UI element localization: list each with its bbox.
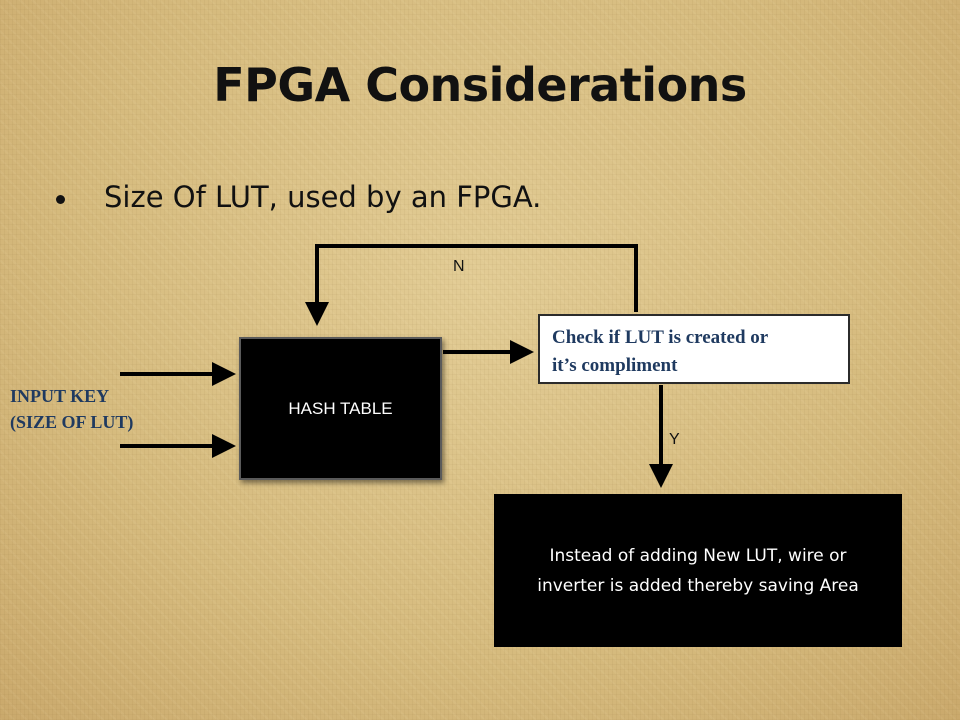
check-lut-box: Check if LUT is created or it’s complime… xyxy=(538,314,850,384)
bullet-dot-icon xyxy=(56,195,65,204)
result-line1: Instead of adding New LUT, wire or xyxy=(549,545,847,566)
input-key-label: INPUT KEY (SIZE OF LUT) xyxy=(10,383,133,435)
slide-title: FPGA Considerations xyxy=(213,58,747,112)
hash-table-label: HASH TABLE xyxy=(288,398,393,418)
no-loop-arrow xyxy=(305,244,638,326)
result-line2: inverter is added thereby saving Area xyxy=(537,575,859,596)
result-text: Instead of adding New LUT, wire or inver… xyxy=(537,541,859,601)
result-box: Instead of adding New LUT, wire or inver… xyxy=(494,494,902,647)
yes-branch-label: Y xyxy=(669,431,680,448)
no-branch-label: N xyxy=(453,258,465,275)
bullet-text: Size Of LUT, used by an FPGA. xyxy=(104,180,542,214)
check-label-line2: it’s compliment xyxy=(552,355,678,376)
input-label-line1: INPUT KEY xyxy=(10,386,110,406)
check-label-line1: Check if LUT is created or xyxy=(552,327,769,348)
input-label-line2: (SIZE OF LUT) xyxy=(10,412,134,432)
hash-table-box: HASH TABLE xyxy=(239,337,442,480)
